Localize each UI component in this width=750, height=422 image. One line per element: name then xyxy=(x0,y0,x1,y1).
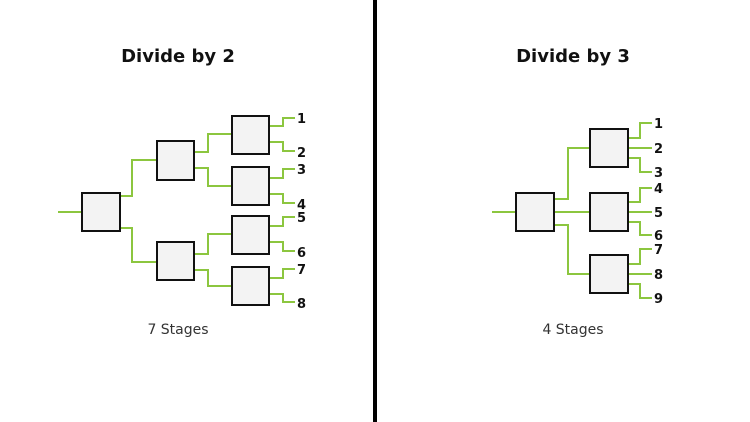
left-a-outputs xyxy=(269,117,295,152)
left-lower-to-d xyxy=(194,269,232,287)
left-output-labels: 1 2 3 4 5 6 7 8 xyxy=(297,112,306,312)
left-box-c xyxy=(231,215,270,255)
right-bot-outputs xyxy=(628,248,652,299)
left-upper-box xyxy=(156,140,195,181)
left-upper-to-a xyxy=(194,133,232,153)
left-box-b xyxy=(231,166,270,206)
left-b-outputs xyxy=(269,168,295,204)
left-d-outputs xyxy=(269,268,295,303)
right-wires xyxy=(492,122,652,299)
right-bot-box xyxy=(589,254,629,294)
right-root-box xyxy=(515,192,555,232)
left-output-label: 2 xyxy=(297,146,306,161)
left-title: Divide by 2 xyxy=(121,46,235,67)
left-root-box xyxy=(81,192,121,232)
left-lower-box xyxy=(156,241,195,281)
left-c-outputs xyxy=(269,216,295,252)
left-output-label: 7 xyxy=(297,263,306,278)
left-root-to-lower xyxy=(120,227,157,263)
right-output-label: 4 xyxy=(654,182,663,197)
right-output-label: 6 xyxy=(654,229,663,244)
right-mid-box xyxy=(589,192,629,232)
right-boxes xyxy=(515,128,629,294)
right-output-label: 9 xyxy=(654,292,663,307)
left-output-label: 5 xyxy=(297,211,306,226)
right-output-label: 8 xyxy=(654,268,663,283)
right-panel: Divide by 3 1 2 3 4 5 6 7 xyxy=(492,46,663,338)
left-wires xyxy=(58,117,295,303)
left-output-label: 4 xyxy=(297,198,306,213)
left-panel: Divide by 2 xyxy=(58,46,306,338)
right-top-box xyxy=(589,128,629,168)
left-lower-to-c xyxy=(194,233,232,255)
left-output-label: 1 xyxy=(297,112,306,127)
right-output-label: 7 xyxy=(654,243,663,258)
left-root-to-upper xyxy=(120,159,157,197)
left-box-a xyxy=(231,115,270,155)
right-output-label: 5 xyxy=(654,206,663,221)
right-root-to-top xyxy=(554,147,590,200)
left-caption: 7 Stages xyxy=(147,322,208,338)
right-mid-outputs xyxy=(628,187,652,236)
right-top-outputs xyxy=(628,122,652,173)
right-caption: 4 Stages xyxy=(542,322,603,338)
left-upper-to-b xyxy=(194,167,232,187)
right-output-label: 1 xyxy=(654,117,663,132)
left-output-label: 6 xyxy=(297,246,306,261)
right-root-to-bot xyxy=(554,224,590,275)
left-box-d xyxy=(231,266,270,306)
right-output-label: 2 xyxy=(654,142,663,157)
right-output-label: 3 xyxy=(654,166,663,181)
left-boxes xyxy=(81,115,270,306)
left-output-label: 3 xyxy=(297,163,306,178)
right-title: Divide by 3 xyxy=(516,46,630,67)
left-output-label: 8 xyxy=(297,297,306,312)
right-output-labels: 1 2 3 4 5 6 7 8 9 xyxy=(654,117,663,307)
